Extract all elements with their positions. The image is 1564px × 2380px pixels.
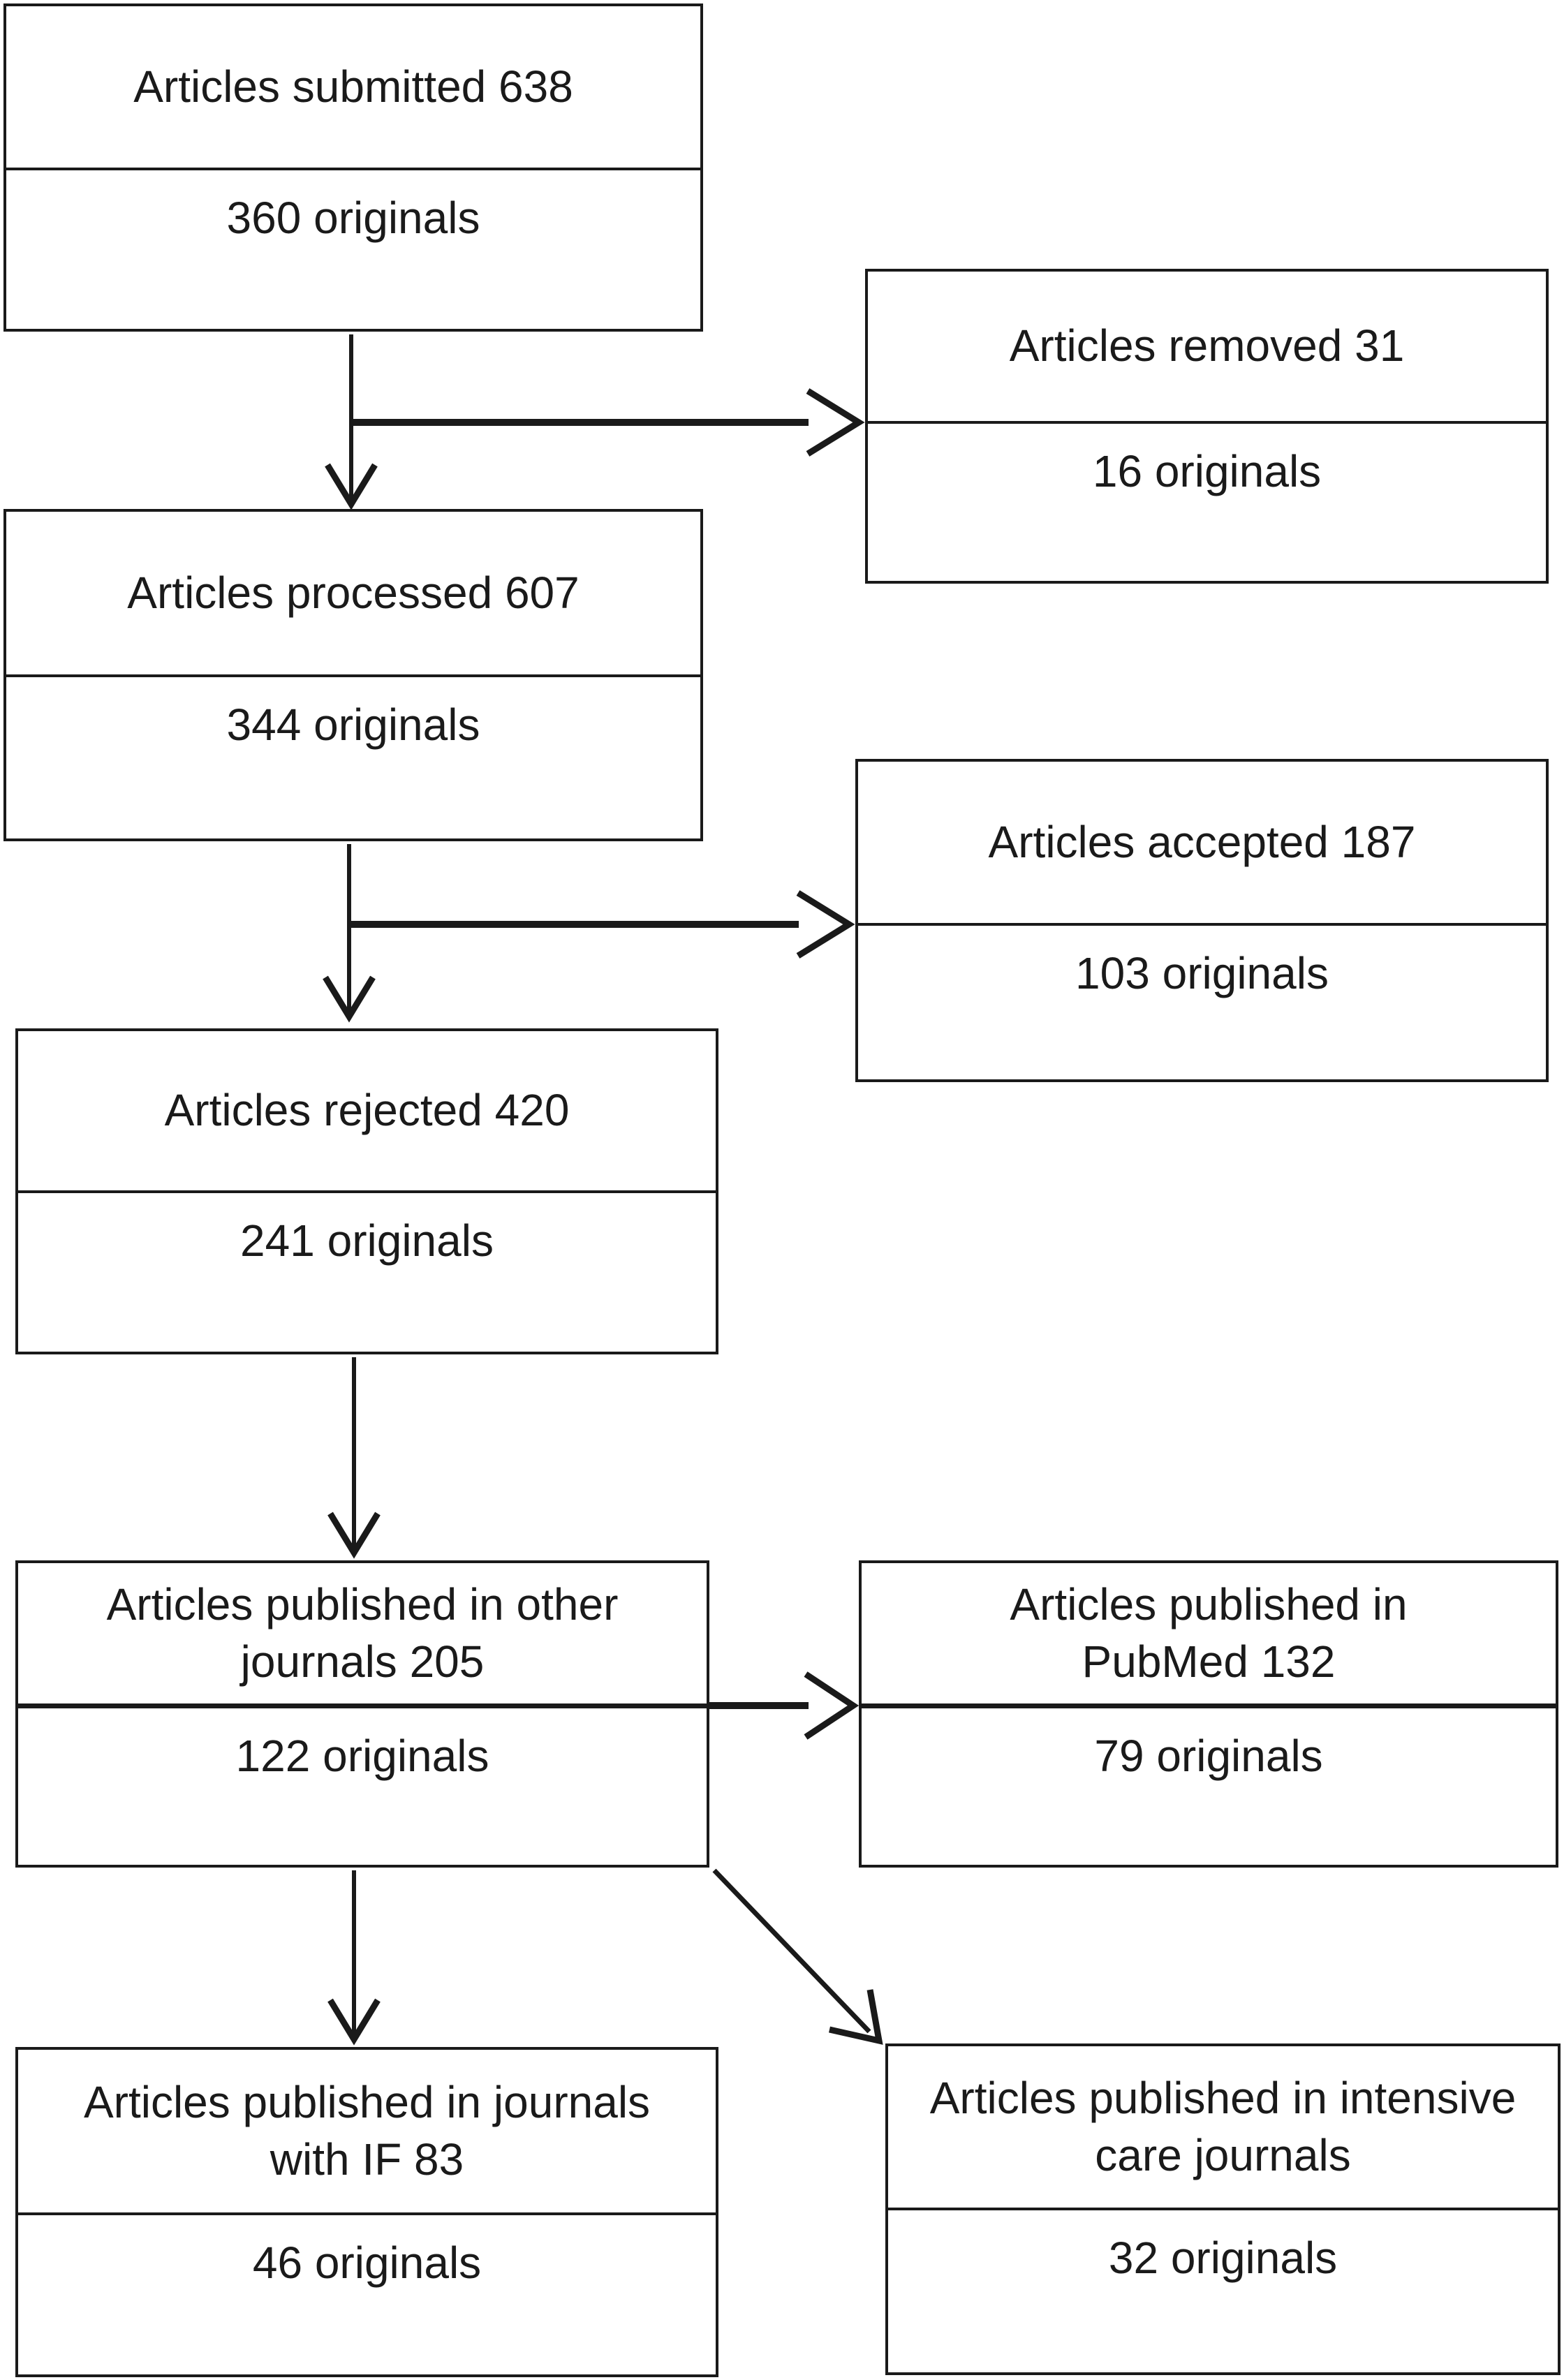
box-value: 16 originals bbox=[868, 421, 1546, 581]
flow-box-removed: Articles removed 31 16 originals bbox=[865, 269, 1549, 584]
flow-box-rejected: Articles rejected 420 241 originals bbox=[15, 1028, 718, 1354]
arrow-published-other-to-intensive bbox=[712, 1868, 883, 2045]
flow-box-submitted: Articles submitted 638 360 originals bbox=[3, 3, 703, 332]
arrow-processed-to-rejected bbox=[323, 844, 376, 1023]
box-title: Articles published in other journals 205 bbox=[106, 1579, 619, 1687]
box-value: 79 originals bbox=[862, 1703, 1556, 1865]
flow-box-processed: Articles processed 607 344 originals bbox=[3, 509, 703, 841]
arrow-processed-to-accepted bbox=[351, 890, 855, 959]
box-value: 241 originals bbox=[18, 1190, 716, 1352]
box-value: 32 originals bbox=[888, 2208, 1558, 2372]
box-value: 344 originals bbox=[6, 674, 700, 838]
flow-box-published-intensive: Articles published in intensive care jou… bbox=[885, 2043, 1561, 2375]
flow-box-published-if: Articles published in journals with IF 8… bbox=[15, 2047, 718, 2377]
box-title: Articles published in PubMed 132 bbox=[1010, 1579, 1408, 1687]
box-value: 46 originals bbox=[18, 2212, 716, 2374]
flow-box-published-other: Articles published in other journals 205… bbox=[15, 1560, 709, 1868]
box-title: Articles removed 31 bbox=[1009, 320, 1405, 371]
arrow-published-other-to-pubmed bbox=[708, 1671, 860, 1740]
box-title: Articles submitted 638 bbox=[133, 61, 573, 112]
box-title: Articles published in journals with IF 8… bbox=[83, 2076, 651, 2185]
arrow-rejected-to-published-other bbox=[327, 1357, 381, 1559]
arrow-submitted-to-removed bbox=[353, 388, 865, 457]
flow-box-published-pubmed: Articles published in PubMed 132 79 orig… bbox=[859, 1560, 1558, 1868]
box-value: 360 originals bbox=[6, 168, 700, 329]
box-title: Articles accepted 187 bbox=[988, 816, 1416, 867]
flow-box-accepted: Articles accepted 187 103 originals bbox=[855, 759, 1549, 1082]
box-value: 122 originals bbox=[18, 1703, 707, 1865]
arrow-published-other-to-if bbox=[327, 1870, 381, 2046]
arrow-submitted-to-processed bbox=[325, 334, 378, 510]
box-title: Articles published in intensive care jou… bbox=[929, 2072, 1517, 2180]
box-title: Articles processed 607 bbox=[127, 567, 580, 618]
box-title: Articles rejected 420 bbox=[164, 1085, 570, 1136]
box-value: 103 originals bbox=[858, 923, 1546, 1079]
